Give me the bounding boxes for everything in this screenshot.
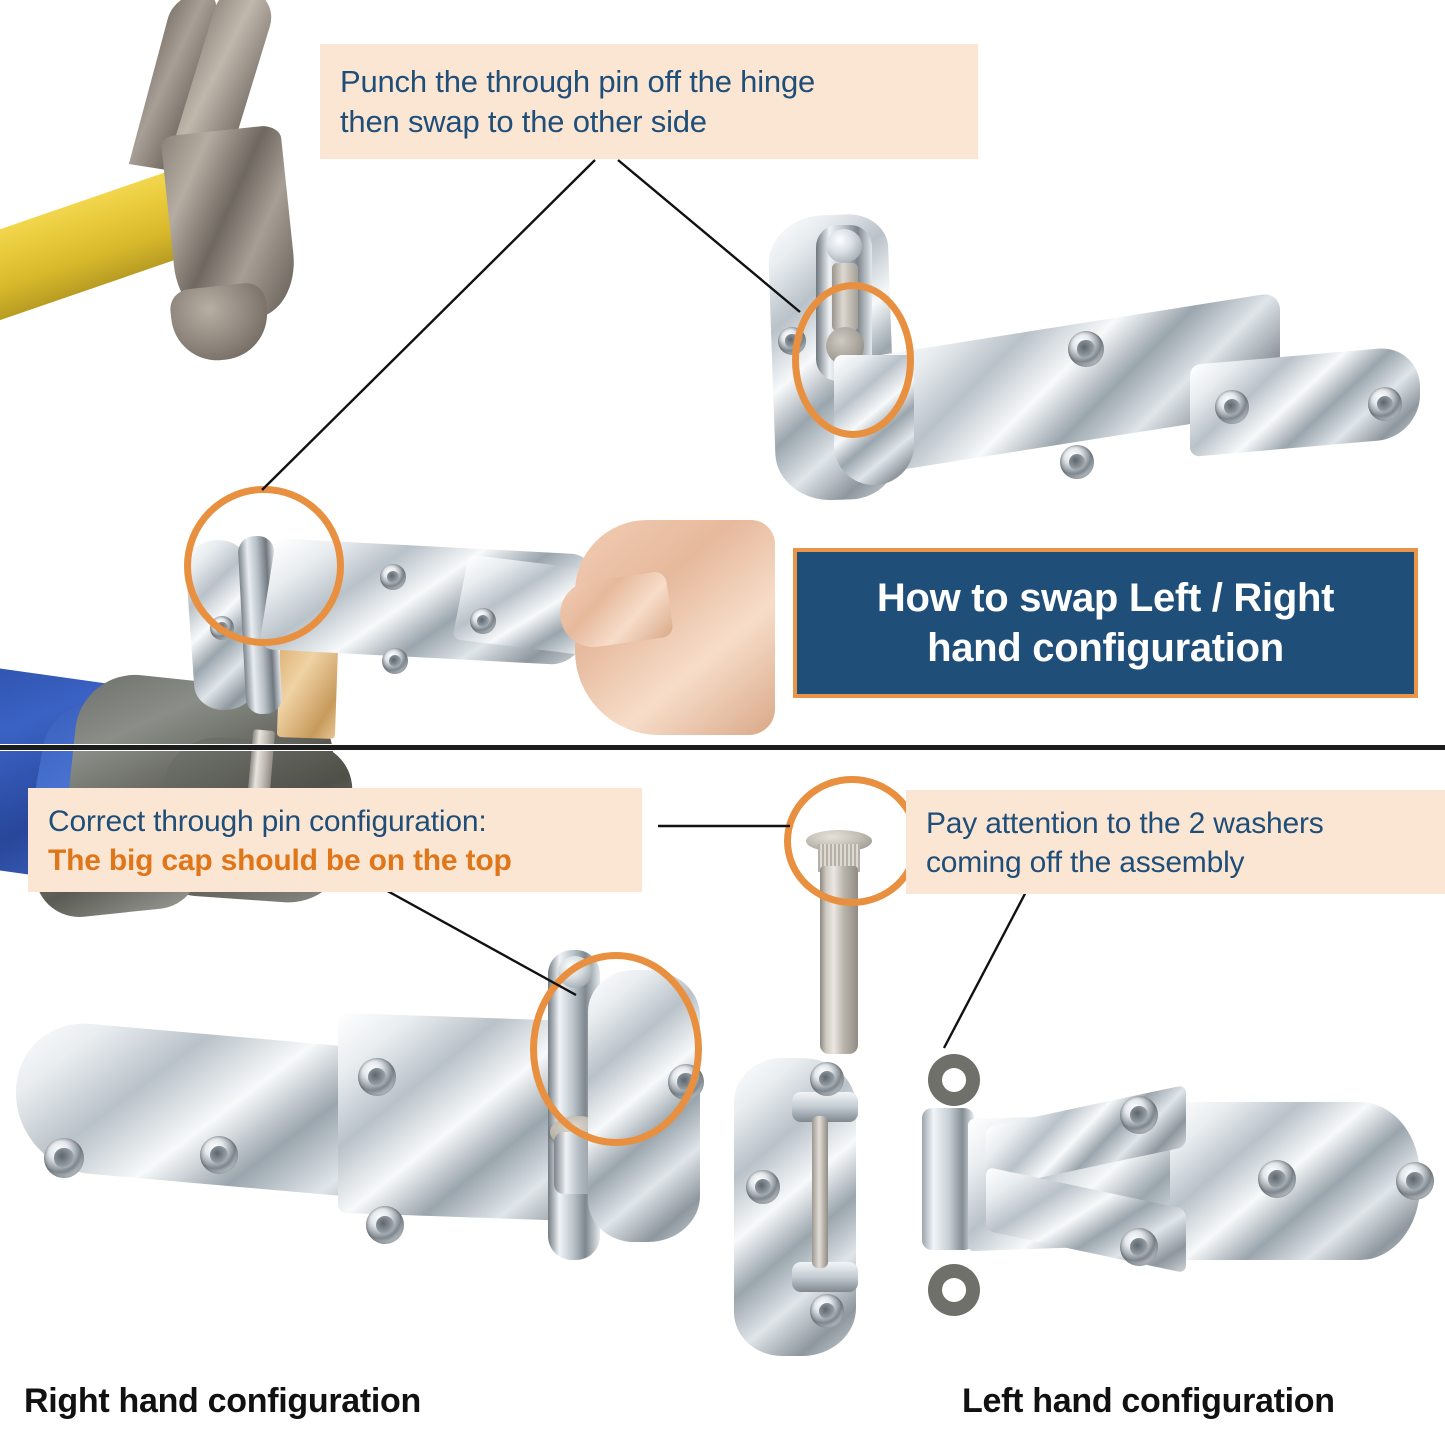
screw-hole [1120,1228,1158,1266]
screw-hole [1060,445,1094,479]
screw-hole [382,648,408,674]
screw-hole [358,1058,396,1096]
hinge-pin-head [826,229,862,263]
washer-bottom [928,1264,980,1316]
screw-hole [746,1170,780,1204]
workpiece-hinge-photo [160,520,780,740]
callout-pin-line2: The big cap should be on the top [48,844,512,877]
highlight-circle-pin-big-cap [530,952,702,1146]
title-line1: How to swap Left / Right [876,576,1335,620]
screw-hole [1396,1162,1434,1200]
screw-hole [810,1062,844,1096]
callout-punch-pin: Punch the through pin off the hinge then… [320,44,978,159]
screw-hole [1258,1160,1296,1198]
highlight-circle-punch-contact [184,486,344,646]
callout-pin-configuration: Correct through pin configuration: The b… [28,788,642,892]
callout-punch-line2: then swap to the other side [340,104,707,140]
callout-punch-line1: Punch the through pin off the hinge [340,64,816,99]
screw-hole [1368,387,1402,421]
washer-top [928,1054,980,1106]
screw-hole [1215,390,1249,424]
screw-hole [380,564,406,590]
screw-hole [366,1206,404,1244]
caption-left-hand-configuration: Left hand configuration [962,1382,1335,1420]
screw-hole [810,1294,844,1328]
base-plate-pin-channel [812,1116,828,1268]
screw-hole [1068,331,1104,367]
title-plate: How to swap Left / Right hand configurat… [793,548,1418,698]
callout-washers: Pay attention to the 2 washers coming of… [906,790,1445,894]
caption-right-hand-configuration: Right hand configuration [24,1382,421,1420]
screw-hole [200,1136,238,1174]
screw-hole [44,1138,84,1178]
screw-hole [1120,1096,1158,1134]
left-hand-strap-knuckle [922,1108,974,1250]
callout-pin-line1: Correct through pin configuration: [48,805,487,838]
highlight-circle-pin-cap [784,776,920,906]
section-divider [0,744,1445,751]
highlight-circle-hinge-pin [792,282,914,438]
callout-washers-line2: coming off the assembly [926,846,1245,879]
callout-washers-line1: Pay attention to the 2 washers [926,807,1324,840]
left-hand-hinge-photo [700,1050,1445,1370]
title-line2: hand configuration [927,626,1284,670]
screw-hole [470,608,496,634]
hammer-photo [0,0,330,370]
